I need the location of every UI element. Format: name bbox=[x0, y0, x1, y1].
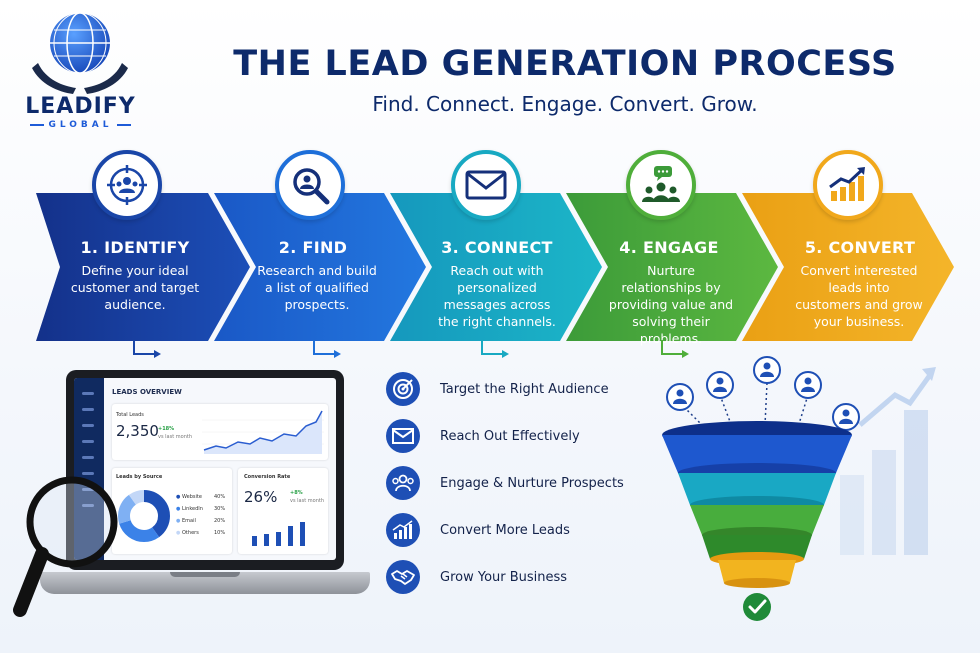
total-leads-label: Total Leads bbox=[116, 412, 144, 418]
conversion-rate-value: 26% bbox=[244, 488, 278, 506]
benefit-item: Engage & Nurture Prospects bbox=[386, 466, 624, 500]
lead-person-icon bbox=[706, 371, 734, 399]
benefit-label: Target the Right Audience bbox=[440, 381, 609, 397]
laptop-dashboard: LEADS OVERVIEW Total Leads 2,350 +18% vs… bbox=[13, 360, 390, 622]
lead-person-icon bbox=[794, 371, 822, 399]
source-donut-chart bbox=[118, 490, 170, 542]
step-2-shape bbox=[214, 193, 426, 341]
source-legend-row: ● LinkedIn 30% bbox=[176, 506, 232, 518]
step-1-icon-circle bbox=[92, 150, 162, 220]
total-leads-card: Total Leads 2,350 +18% vs last month bbox=[112, 404, 328, 460]
brand-tagline: GLOBAL bbox=[18, 120, 143, 130]
benefit-item: Target the Right Audience bbox=[386, 372, 609, 406]
step-3-connector-icon bbox=[481, 340, 509, 358]
step-1-desc: Define your ideal customer and target au… bbox=[70, 263, 200, 312]
lead-person-icon bbox=[666, 383, 694, 411]
benefit-item: Grow Your Business bbox=[386, 560, 567, 594]
dashboard-title: LEADS OVERVIEW bbox=[112, 388, 182, 396]
step-2-desc: Research and build a list of qualified p… bbox=[257, 263, 377, 312]
laptop-screen: LEADS OVERVIEW Total Leads 2,350 +18% vs… bbox=[66, 370, 344, 570]
people-icon bbox=[386, 466, 420, 500]
benefit-label: Convert More Leads bbox=[440, 522, 570, 538]
laptop-hinge bbox=[170, 572, 240, 577]
source-legend-row: ● Website 40% bbox=[176, 494, 232, 506]
step-1-title: 1. IDENTIFY bbox=[80, 238, 190, 257]
legend-dot-icon: ● bbox=[176, 530, 181, 536]
step-5-title: 5. CONVERT bbox=[804, 238, 916, 257]
source-legend: ● Website 40% ● LinkedIn 30% ● Email 20% bbox=[176, 494, 232, 542]
total-leads-change: +18% bbox=[158, 426, 175, 432]
benefit-label: Reach Out Effectively bbox=[440, 428, 580, 444]
magnifying-glass-icon bbox=[13, 476, 118, 617]
leads-by-source-title: Leads by Source bbox=[116, 474, 163, 480]
mail-icon bbox=[386, 419, 420, 453]
lead-person-icon bbox=[753, 356, 781, 384]
target-icon bbox=[386, 372, 420, 406]
benefit-item: Convert More Leads bbox=[386, 513, 570, 547]
total-leads-change-note: vs last month bbox=[158, 434, 192, 440]
chart-up-icon bbox=[386, 513, 420, 547]
step-4-connector-icon bbox=[661, 340, 689, 358]
source-name: Website bbox=[182, 494, 202, 500]
laptop-base bbox=[40, 572, 370, 594]
source-pct: 20% bbox=[214, 518, 226, 524]
lead-funnel-illustration bbox=[662, 356, 936, 621]
step-5-icon-circle bbox=[813, 150, 883, 220]
page-title: THE LEAD GENERATION PROCESS bbox=[233, 44, 897, 84]
globe-hands-icon bbox=[32, 12, 128, 94]
dashboard-sidebar bbox=[74, 378, 104, 560]
step-4-desc: Nurture relationships by providing value… bbox=[608, 263, 734, 346]
brand-name: LEADIFY bbox=[25, 94, 136, 119]
benefit-label: Engage & Nurture Prospects bbox=[440, 475, 624, 491]
leads-trend-line bbox=[202, 410, 324, 454]
brand-logo: LEADIFY GLOBAL bbox=[18, 8, 143, 130]
benefit-label: Grow Your Business bbox=[440, 569, 568, 585]
total-leads-value: 2,350 bbox=[116, 422, 159, 440]
source-legend-row: ● Email 20% bbox=[176, 518, 232, 530]
conversion-rate-change-note: vs last month bbox=[290, 498, 324, 504]
conversion-rate-card: Conversion Rate 26% +8% vs last month bbox=[238, 468, 328, 554]
legend-dot-icon: ● bbox=[176, 494, 181, 500]
source-pct: 40% bbox=[214, 494, 226, 500]
source-name: Others bbox=[182, 530, 199, 536]
step-4-shape bbox=[566, 193, 778, 341]
step-3-desc: Reach out with personalized messages acr… bbox=[438, 263, 556, 329]
legend-dot-icon: ● bbox=[176, 506, 181, 512]
envelope-icon bbox=[465, 170, 507, 200]
dashboard: LEADS OVERVIEW Total Leads 2,350 +18% vs… bbox=[74, 378, 336, 560]
process-chevrons bbox=[36, 193, 954, 341]
conversion-rate-change: +8% bbox=[290, 490, 303, 496]
step-3-shape bbox=[390, 193, 602, 341]
step-5-shape bbox=[742, 193, 954, 341]
step-4-title: 4. ENGAGE bbox=[619, 238, 719, 257]
check-circle-icon bbox=[743, 593, 771, 621]
step-3-title: 3. CONNECT bbox=[441, 238, 553, 257]
source-name: Email bbox=[182, 518, 196, 524]
chat-group-icon bbox=[642, 166, 680, 202]
step-2-connector-icon bbox=[313, 340, 341, 358]
conversion-rate-title: Conversion Rate bbox=[244, 474, 291, 480]
source-name: LinkedIn bbox=[182, 506, 203, 512]
page-subtitle: Find. Connect. Engage. Convert. Grow. bbox=[372, 92, 758, 116]
step-2-icon-circle bbox=[275, 150, 345, 220]
step-3-icon-circle bbox=[451, 150, 521, 220]
conversion-bars bbox=[252, 522, 305, 546]
source-pct: 10% bbox=[214, 530, 226, 536]
step-1-shape bbox=[36, 193, 250, 341]
source-legend-row: ● Others 10% bbox=[176, 530, 232, 542]
step-4-icon-circle bbox=[626, 150, 696, 220]
step-5-desc: Convert interested leads into customers … bbox=[795, 263, 923, 329]
growth-chart-icon bbox=[829, 167, 865, 201]
step-2-title: 2. FIND bbox=[278, 238, 348, 257]
step-1-connector-icon bbox=[133, 340, 161, 358]
lead-person-icon bbox=[832, 403, 860, 431]
handshake-icon bbox=[386, 560, 420, 594]
benefit-item: Reach Out Effectively bbox=[386, 419, 580, 453]
leads-by-source-card: Leads by Source ● Website 40% ● Link bbox=[112, 468, 232, 554]
target-audience-icon bbox=[107, 165, 147, 205]
source-pct: 30% bbox=[214, 506, 226, 512]
legend-dot-icon: ● bbox=[176, 518, 181, 524]
search-person-icon bbox=[293, 168, 330, 205]
